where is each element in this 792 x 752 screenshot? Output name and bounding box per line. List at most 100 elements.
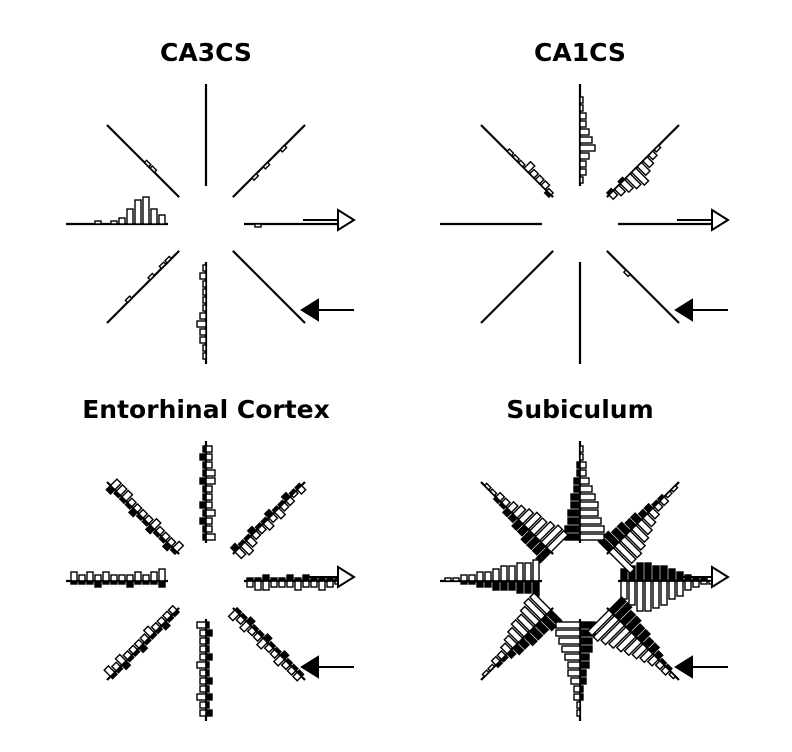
direction-group [244, 222, 346, 228]
histogram-bar [120, 659, 132, 671]
histogram-bar [641, 155, 655, 169]
histogram-bar [205, 501, 213, 509]
histogram-bar [70, 571, 78, 582]
histogram-bar [86, 580, 94, 585]
histogram-bar [199, 677, 207, 685]
histogram-bar [199, 629, 207, 637]
histogram-bar [492, 580, 500, 591]
polar-plot [440, 441, 730, 721]
histogram-bar [573, 485, 581, 493]
histogram-bar [110, 220, 118, 225]
histogram-bar [113, 490, 122, 499]
histogram-bar [150, 571, 158, 582]
histogram-bar [534, 174, 545, 185]
histogram-bar [161, 541, 173, 552]
histogram-bar [567, 661, 581, 669]
histogram-bar [94, 574, 102, 582]
direction-group [244, 574, 346, 591]
histogram-bar [152, 529, 162, 539]
histogram-bar [199, 669, 207, 677]
histogram-bar [508, 565, 516, 582]
histogram-bar [637, 508, 649, 520]
histogram-bar [579, 677, 587, 685]
histogram-bar [205, 693, 213, 701]
histogram-bar [239, 612, 249, 621]
histogram-bar [489, 488, 498, 497]
histogram-bar [202, 344, 207, 352]
histogram-bar [506, 148, 515, 157]
histogram-bar [613, 601, 633, 621]
direction-group [605, 124, 680, 201]
histogram-bar [286, 574, 294, 582]
histogram-bar [147, 272, 156, 281]
histogram-bar [202, 296, 207, 304]
histogram-bar [196, 621, 207, 629]
histogram-bar [570, 501, 581, 509]
histogram-bar [202, 533, 207, 541]
panel-entorhinal-cortex: Entorhinal Cortex [56, 395, 356, 731]
histogram-bar [134, 571, 142, 582]
histogram-bar [579, 485, 593, 493]
histogram-bar [205, 493, 213, 501]
histogram-bar [271, 505, 280, 514]
histogram-bar [624, 517, 637, 531]
histogram-bar [564, 525, 581, 533]
histogram-bar [199, 453, 207, 461]
direction-group [103, 604, 181, 681]
histogram-bar [700, 577, 708, 582]
histogram-bar [296, 669, 305, 678]
polar-plot [440, 84, 730, 364]
histogram-bar [202, 493, 207, 501]
histogram-bar [205, 525, 213, 533]
histogram-bar [124, 295, 133, 304]
histogram-bar [70, 580, 78, 585]
histogram-bar [126, 574, 134, 582]
arrow-right-head-icon [711, 565, 730, 589]
histogram-bar [692, 580, 700, 588]
direction-group [440, 559, 542, 597]
histogram-bar [481, 669, 490, 678]
histogram-bar [205, 637, 210, 645]
histogram-bar [234, 606, 243, 616]
histogram-bar [644, 580, 652, 612]
histogram-bar [540, 179, 551, 191]
histogram-bar [124, 501, 133, 510]
direction-axis [232, 124, 306, 198]
histogram-bar [652, 580, 660, 609]
direction-group [480, 481, 569, 564]
direction-group [229, 481, 307, 560]
histogram-bar [460, 580, 468, 585]
histogram-bar [205, 533, 216, 541]
histogram-bar [610, 526, 626, 542]
histogram-bar [277, 499, 286, 508]
histogram-bar [199, 709, 207, 717]
histogram-bar [567, 517, 581, 525]
histogram-bar [202, 304, 207, 312]
histogram-bar [567, 669, 581, 677]
histogram-bar [534, 620, 550, 636]
histogram-bar [202, 461, 207, 469]
histogram-bar [318, 577, 326, 582]
histogram-bar [579, 517, 602, 525]
histogram-bar [507, 512, 519, 524]
histogram-bar [205, 677, 213, 685]
histogram-bar [110, 574, 118, 582]
histogram-bar [202, 525, 207, 533]
histogram-bar [149, 165, 158, 174]
histogram-bar [452, 577, 460, 582]
polar-plot [66, 84, 356, 364]
histogram-bar [668, 671, 677, 680]
histogram-bar [500, 654, 509, 663]
histogram-bar [109, 671, 118, 680]
histogram-bar [630, 623, 646, 638]
histogram-bar [506, 648, 517, 660]
histogram-bar [199, 328, 207, 336]
direction-group [232, 124, 306, 198]
histogram-bar [579, 128, 590, 136]
histogram-bar [628, 580, 636, 606]
histogram-bar [579, 645, 593, 653]
histogram-bar [487, 663, 496, 672]
histogram-bar [511, 642, 525, 656]
histogram-bar [127, 507, 139, 518]
histogram-bar [516, 524, 530, 537]
